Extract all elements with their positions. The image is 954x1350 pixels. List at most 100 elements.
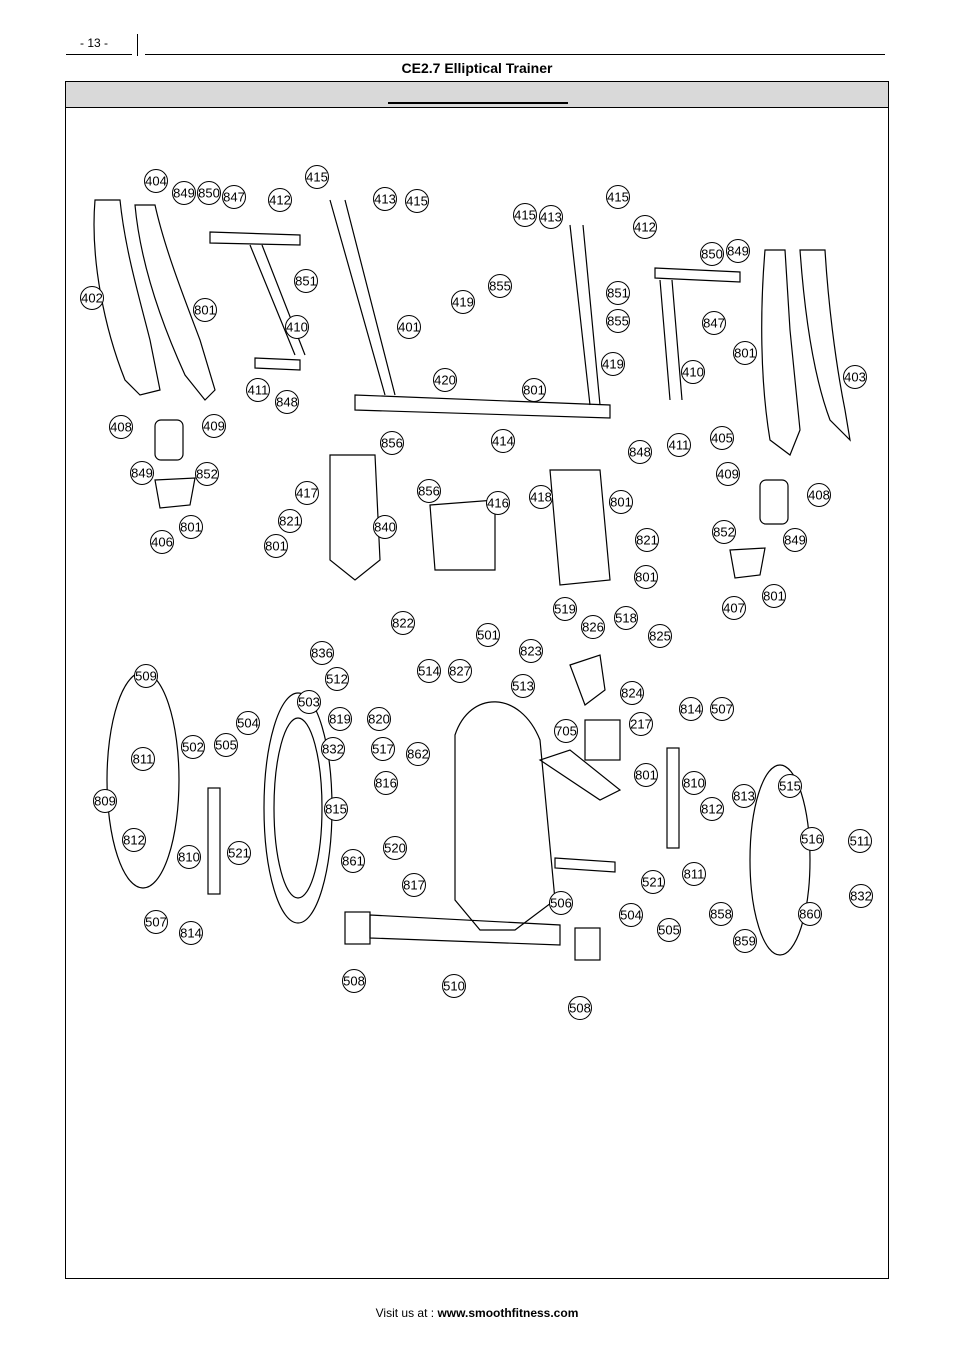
callout-label: 849 (727, 244, 749, 259)
callout-label: 513 (512, 679, 534, 694)
callout-521: 521 (227, 841, 251, 865)
callout-847: 847 (702, 311, 726, 335)
callout-label: 504 (237, 716, 259, 731)
callout-801: 801 (264, 534, 288, 558)
callout-circle (341, 849, 365, 873)
callout-circle (620, 681, 644, 705)
callout-410: 410 (681, 360, 705, 384)
callout-847: 847 (222, 185, 246, 209)
callout-label: 519 (554, 602, 576, 617)
callout-401: 401 (397, 315, 421, 339)
callout-504: 504 (236, 711, 260, 735)
callout-label: 517 (372, 742, 394, 757)
callout-circle (197, 181, 221, 205)
callout-circle (581, 615, 605, 639)
callout-511: 511 (848, 829, 872, 853)
callout-812: 812 (700, 797, 724, 821)
callout-408: 408 (807, 483, 831, 507)
callout-811: 811 (682, 862, 706, 886)
callout-801: 801 (762, 584, 786, 608)
callout-label: 416 (487, 496, 509, 511)
callout-855: 855 (606, 309, 630, 333)
callout-849: 849 (130, 461, 154, 485)
callout-circle (131, 747, 155, 771)
callout-label: 852 (196, 467, 218, 482)
callout-label: 849 (784, 533, 806, 548)
callout-label: 801 (194, 303, 216, 318)
foot-cap-right (574, 927, 601, 961)
callout-circle (285, 315, 309, 339)
callout-label: 855 (607, 314, 629, 329)
callout-label: 801 (734, 346, 756, 361)
callout-label: 408 (808, 488, 830, 503)
callout-circle (181, 735, 205, 759)
callout-circle (402, 873, 426, 897)
callout-412: 412 (633, 215, 657, 239)
callout-label: 410 (286, 320, 308, 335)
callout-circle (433, 368, 457, 392)
callout-circle (539, 205, 563, 229)
callout-label: 801 (180, 520, 202, 535)
callout-507: 507 (144, 910, 168, 934)
callout-circle (702, 311, 726, 335)
callout-circle (807, 483, 831, 507)
callout-circle (295, 481, 319, 505)
callout-circle (177, 845, 201, 869)
callout-label: 851 (295, 274, 317, 289)
callout-848: 848 (275, 390, 299, 414)
callout-label: 815 (325, 802, 347, 817)
callout-circle (606, 309, 630, 333)
callout-circle (417, 659, 441, 683)
callout-label: 823 (520, 644, 542, 659)
callout-label: 859 (734, 934, 756, 949)
brake-arm-826 (569, 654, 606, 706)
section-header-band (66, 82, 888, 108)
callout-label: 801 (610, 495, 632, 510)
callout-label: 851 (607, 286, 629, 301)
callout-circle (511, 674, 535, 698)
callout-404: 404 (144, 169, 168, 193)
callout-circle (657, 918, 681, 942)
callout-circle (778, 774, 802, 798)
callout-label: 820 (368, 712, 390, 727)
callout-circle (325, 667, 349, 691)
callout-label: 417 (296, 486, 318, 501)
callout-840: 840 (373, 515, 397, 539)
callout-label: 412 (634, 220, 656, 235)
callout-circle (373, 515, 397, 539)
callout-851: 851 (606, 281, 630, 305)
footer-link[interactable]: www.smoothfitness.com (437, 1306, 579, 1320)
shroud-418 (549, 469, 611, 586)
callout-circle (641, 870, 665, 894)
callout-circle (619, 903, 643, 927)
callout-circle (762, 584, 786, 608)
callout-circle (202, 414, 226, 438)
callout-circle (406, 742, 430, 766)
callout-circle (700, 797, 724, 821)
callout-label: 401 (398, 320, 420, 335)
left-arm-tube (209, 231, 301, 246)
callout-label: 849 (131, 466, 153, 481)
callout-circle (710, 697, 734, 721)
callout-circle (380, 431, 404, 455)
callout-413: 413 (539, 205, 563, 229)
page-number: - 13 - (80, 36, 109, 50)
callout-circle (297, 690, 321, 714)
left-wheel (154, 419, 184, 461)
callout-label: 407 (723, 601, 745, 616)
callout-label: 801 (763, 589, 785, 604)
callout-403: 403 (843, 365, 867, 389)
callout-label: 415 (607, 190, 629, 205)
callout-circle (383, 836, 407, 860)
callout-411: 411 (667, 433, 691, 457)
callout-circle (391, 611, 415, 635)
callout-label: 514 (418, 664, 440, 679)
callout-circle (195, 462, 219, 486)
callout-861: 861 (341, 849, 365, 873)
callout-circle (709, 902, 733, 926)
callout-515: 515 (778, 774, 802, 798)
callout-label: 858 (710, 907, 732, 922)
callout-label: 507 (711, 702, 733, 717)
callout-856: 856 (380, 431, 404, 455)
right-wheel (759, 479, 789, 525)
